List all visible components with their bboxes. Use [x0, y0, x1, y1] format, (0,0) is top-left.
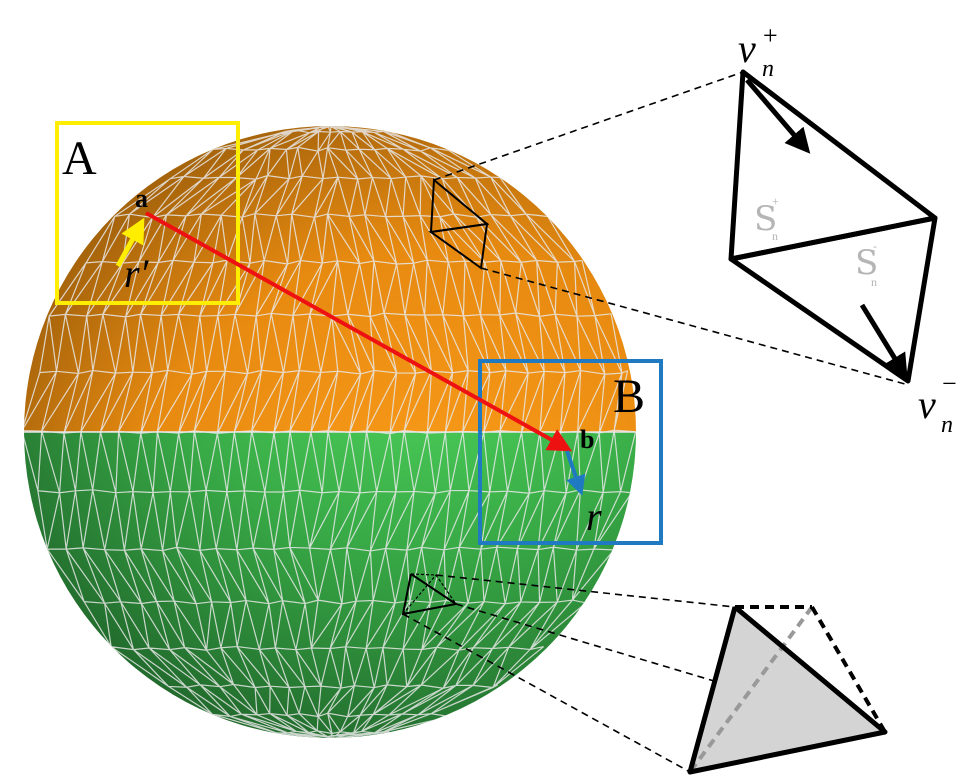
- current-arrow-plus: [745, 78, 811, 154]
- triangle-s-minus: [728, 215, 938, 384]
- s-minus-symbol: S: [855, 243, 878, 283]
- tetrahedron-dashed-edge-right: [810, 605, 887, 734]
- s-plus-symbol: S: [754, 199, 777, 239]
- triangulated-sphere: [24, 126, 636, 738]
- box-a-label: A: [62, 132, 97, 185]
- tetrahedron-hidden-edge: [688, 605, 814, 774]
- box-b-label: B: [613, 370, 645, 423]
- point-b-label: b: [580, 425, 594, 454]
- v-plus-subscript: n: [762, 56, 774, 82]
- tetrahedron-solid-edges: [687, 605, 888, 775]
- r-label: r: [586, 494, 602, 539]
- s-minus-subscript: n: [871, 275, 877, 289]
- box-b: [478, 359, 663, 545]
- vector-a-to-b: [145, 211, 573, 452]
- highlight-triangle-lower: [428, 222, 489, 270]
- v-plus-superscript: +: [763, 21, 778, 50]
- face-s-minus-label: S - n: [855, 239, 878, 289]
- vector-r-prime: [115, 217, 145, 268]
- enlarged-tetrahedron: [687, 605, 888, 775]
- s-plus-subscript: n: [772, 229, 778, 243]
- v-minus-superscript: −: [942, 369, 957, 398]
- sphere-lower-hemisphere: [24, 432, 636, 738]
- v-plus-symbol: v: [738, 26, 756, 71]
- highlight-tetrahedron-small: [401, 573, 459, 616]
- s-plus-superscript: +: [772, 194, 779, 208]
- sphere-upper-hemisphere: [24, 126, 636, 432]
- box-a: [55, 121, 240, 305]
- vector-r: [565, 450, 586, 496]
- vertex-v-minus-label: v − n: [918, 369, 957, 438]
- vertex-v-plus-label: v + n: [738, 21, 778, 82]
- v-minus-subscript: n: [941, 412, 953, 438]
- v-minus-symbol: v: [918, 382, 936, 427]
- face-s-plus-label: S + n: [754, 194, 779, 243]
- tetrahedron-front-face: [690, 607, 885, 772]
- point-a-label: a: [135, 184, 148, 213]
- current-arrow-minus: [859, 303, 908, 380]
- enlarged-triangle-pair: [728, 69, 938, 384]
- s-minus-superscript: -: [873, 239, 877, 253]
- r-prime-label: r′: [124, 251, 150, 296]
